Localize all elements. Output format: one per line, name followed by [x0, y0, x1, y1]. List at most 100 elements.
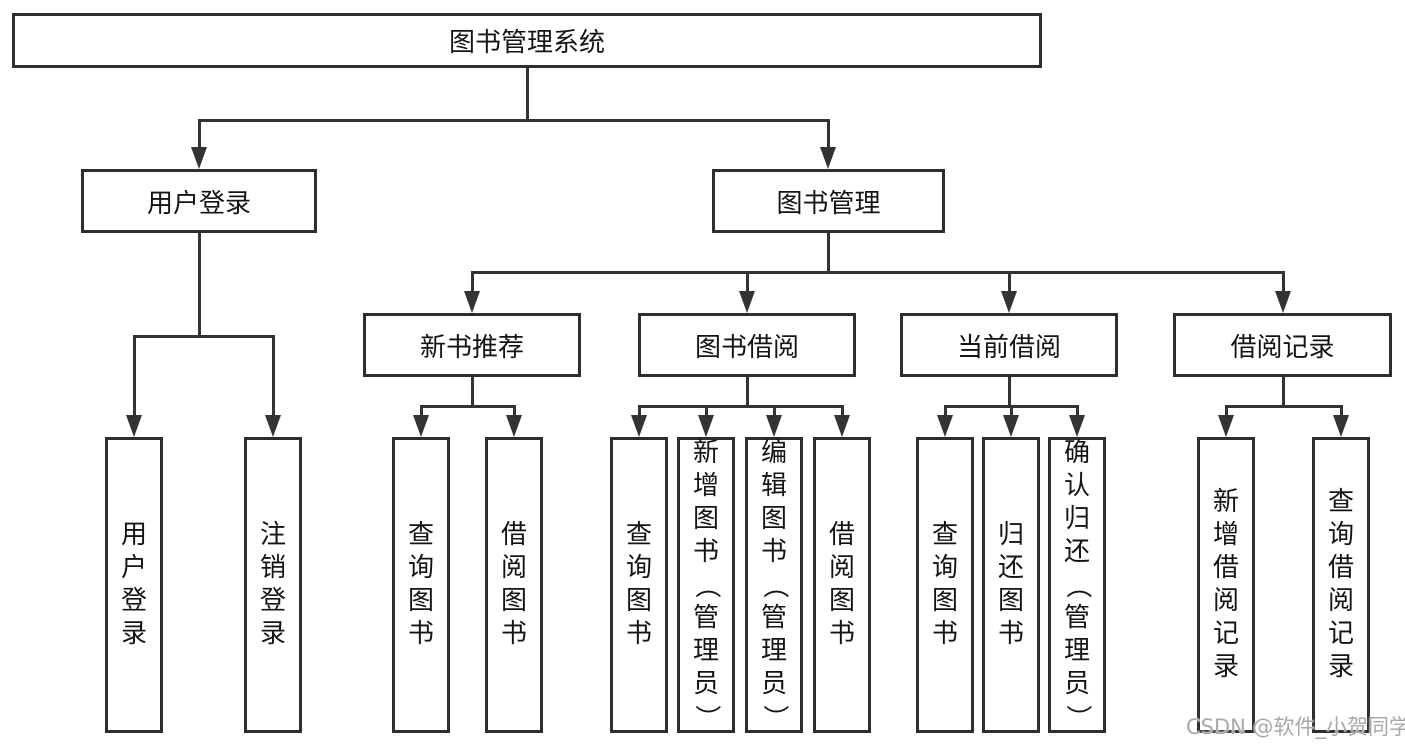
leaf-edit-book-admin: 编辑图书（管理员） — [745, 437, 803, 733]
vertical-char: 查 — [625, 520, 652, 550]
connector-vline — [1281, 377, 1285, 406]
vertical-char: 还 — [997, 553, 1024, 583]
arrowhead-icon — [191, 147, 207, 169]
vertical-char: 理 — [1063, 635, 1090, 666]
leaf-label: 借阅图书 — [829, 519, 855, 651]
vertical-char: 增 — [692, 470, 719, 501]
vertical-char: 记 — [1212, 619, 1239, 649]
vertical-char: 图 — [931, 586, 958, 616]
vertical-char: 借 — [1212, 553, 1239, 583]
leaf-return-book: 归还图书 — [982, 437, 1040, 733]
connector-drop-line — [512, 406, 516, 417]
vertical-char: 归 — [1063, 503, 1090, 534]
connector-rail — [419, 404, 516, 408]
connector-drop-line — [132, 336, 136, 417]
connector-drop-line — [704, 406, 708, 417]
arrowhead-icon — [834, 415, 850, 437]
vertical-char: 户 — [120, 553, 147, 583]
connector-drop-line — [772, 406, 776, 417]
node-label: 用户登录 — [146, 188, 251, 219]
leaf-borrow-books-recommend: 借阅图书 — [485, 437, 543, 733]
vertical-char: 管 — [692, 602, 719, 633]
vertical-char: 图 — [760, 503, 787, 534]
arrowhead-icon — [1275, 291, 1291, 313]
vertical-char: 录 — [259, 619, 286, 649]
arrowhead-icon — [1218, 415, 1234, 437]
vertical-char: 查 — [1327, 487, 1354, 517]
vertical-char: 编 — [760, 437, 787, 468]
leaf-logout: 注销登录 — [244, 437, 302, 733]
vertical-char: 图 — [692, 503, 719, 534]
connector-rail — [1224, 404, 1343, 408]
node-borrow-records: 借阅记录 — [1173, 313, 1392, 377]
leaf-label: 查询图书 — [626, 519, 652, 651]
vertical-char: 阅 — [1327, 586, 1354, 616]
vertical-char: 理 — [760, 635, 787, 666]
vertical-char: 录 — [120, 619, 147, 649]
connector-drop-line — [1075, 406, 1079, 417]
leaf-label: 查询图书 — [408, 519, 434, 651]
connector-rail — [637, 404, 844, 408]
vertical-char: 书 — [997, 619, 1024, 649]
leaf-query-books-current: 查询图书 — [916, 437, 974, 733]
vertical-char: 阅 — [828, 553, 855, 583]
connector-drop-line — [745, 272, 749, 293]
vertical-char: 员 — [1063, 668, 1090, 699]
connector-vline — [1007, 377, 1011, 406]
connector-rail — [470, 270, 1285, 274]
vertical-char: 图 — [500, 586, 527, 616]
leaf-label: 新增图书（管理员） — [691, 437, 721, 734]
leaf-query-books-recommend: 查询图书 — [392, 437, 450, 733]
vertical-char: 图 — [407, 586, 434, 616]
leaf-user-login: 用户登录 — [105, 437, 163, 733]
vertical-char: 管 — [760, 602, 787, 633]
vertical-char: 图 — [828, 586, 855, 616]
vertical-char: （ — [691, 571, 722, 599]
vertical-char: 阅 — [1212, 586, 1239, 616]
arrowhead-icon — [937, 415, 953, 437]
leaf-label: 新增借阅记录 — [1213, 486, 1239, 684]
vertical-char: 阅 — [500, 553, 527, 583]
vertical-char: 管 — [1063, 602, 1090, 633]
vertical-char: 归 — [997, 520, 1024, 550]
vertical-char: 图 — [997, 586, 1024, 616]
arrowhead-icon — [631, 415, 647, 437]
vertical-char: 录 — [1212, 652, 1239, 682]
node-label: 新书推荐 — [419, 332, 524, 363]
vertical-char: 员 — [760, 668, 787, 699]
node-label: 图书借阅 — [694, 332, 799, 363]
vertical-char: 用 — [120, 520, 147, 550]
arrowhead-icon — [1333, 415, 1349, 437]
connector-drop-line — [1009, 406, 1013, 417]
vertical-char: 借 — [828, 520, 855, 550]
vertical-char: 认 — [1063, 470, 1090, 501]
connector-vline — [470, 377, 474, 406]
connector-drop-line — [637, 406, 641, 417]
node-new-book-recommend: 新书推荐 — [363, 313, 581, 377]
arrowhead-icon — [265, 415, 281, 437]
leaf-add-book-admin: 新增图书（管理员） — [677, 437, 735, 733]
connector-drop-line — [826, 120, 830, 149]
arrowhead-icon — [698, 415, 714, 437]
vertical-char: 查 — [407, 520, 434, 550]
vertical-char: 书 — [692, 536, 719, 567]
node-label: 图书管理 — [776, 188, 881, 219]
arrowhead-icon — [739, 291, 755, 313]
vertical-char: ） — [759, 703, 790, 731]
connector-drop-line — [840, 406, 844, 417]
vertical-char: 图 — [625, 586, 652, 616]
arrowhead-icon — [1001, 291, 1017, 313]
vertical-char: 记 — [1327, 619, 1354, 649]
vertical-char: 登 — [120, 586, 147, 616]
connector-rail — [132, 334, 275, 338]
vertical-char: 确 — [1063, 437, 1090, 468]
vertical-char: 询 — [931, 553, 958, 583]
vertical-char: 新 — [692, 437, 719, 468]
vertical-char: 增 — [1212, 520, 1239, 550]
vertical-char: 书 — [760, 536, 787, 567]
node-label: 图书管理系统 — [448, 28, 605, 58]
vertical-char: 询 — [1327, 520, 1354, 550]
vertical-char: 新 — [1212, 487, 1239, 517]
node-user-login: 用户登录 — [81, 169, 317, 233]
